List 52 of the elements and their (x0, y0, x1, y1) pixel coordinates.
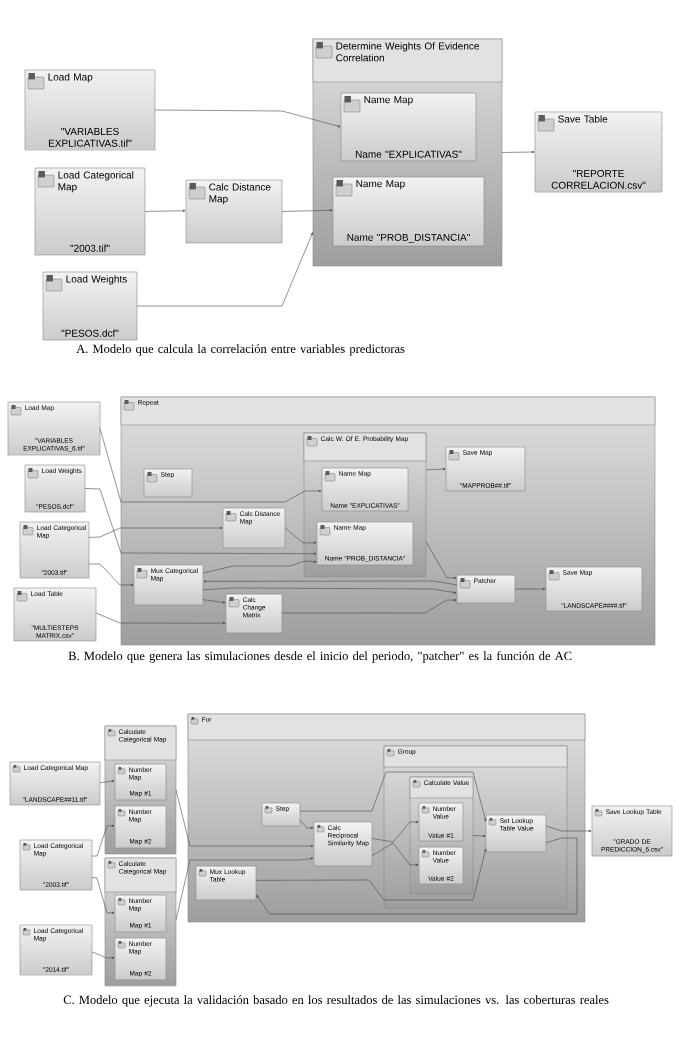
node-label: Load Categorical Map (58, 171, 134, 193)
arrow (425, 468, 446, 471)
arrow (545, 825, 592, 833)
function-box: Load Categorical Map "2003.tif" (34, 167, 146, 256)
node-label: "2003.tif" (70, 244, 110, 252)
arrow (425, 541, 457, 580)
arrow (202, 599, 226, 604)
caption: A. Modelo que calcula la correlación entre variables predictoras (76, 344, 405, 356)
node-label: Name Map (356, 180, 405, 190)
function-box: Load Map "VARIABLES EXPLICATIVAS.tif" (24, 69, 156, 151)
arrow (91, 824, 115, 857)
arrow (95, 612, 226, 625)
arrow (144, 209, 186, 212)
node-label: Name Map (364, 96, 413, 106)
arrow (284, 527, 317, 544)
arrow (299, 819, 314, 830)
node-label: "PESOS.dcf" (61, 329, 119, 337)
function-box: Name Map Name "EXPLICATIVAS" (340, 92, 477, 162)
arrow (371, 842, 419, 866)
node-label: Load Map (48, 73, 93, 83)
arrow (91, 877, 115, 914)
arrow (136, 232, 313, 307)
node-label: Save Table (558, 115, 608, 123)
arrow (99, 428, 322, 503)
caption: B. Modelo que genera las simulaciones desde el inicio del periodo, "patcher" es la función de AC (68, 651, 572, 663)
arrow (299, 771, 487, 822)
arrow (99, 779, 115, 783)
arrow (281, 209, 333, 212)
arrow (472, 834, 486, 838)
node-label: "VARIABLES EXPLICATIVAS.tif" (48, 127, 132, 147)
node-label: Name "PROB_DISTANCIA" (347, 233, 470, 243)
function-box: Load Weights "PESOS.dcf" (42, 271, 138, 341)
node-label: Load Weights (66, 275, 127, 285)
arrow (203, 580, 458, 586)
caption: C. Modelo que ejecuta la validación basado en los resultados de las simulaciones vs. las coberturas reales (63, 995, 609, 1007)
arrow (154, 109, 341, 128)
node-label: Name "EXPLICATIVAS" (355, 150, 462, 158)
node-label: "REPORTE CORRELACION.csv" (551, 169, 646, 189)
arrow (202, 560, 317, 574)
arrow (88, 563, 134, 587)
arrow (281, 598, 457, 614)
arrow (84, 488, 317, 555)
arrow (202, 587, 457, 594)
arrow (371, 820, 419, 843)
arrow (256, 837, 578, 915)
function-box: Calc Distance Map (185, 179, 283, 244)
arrow (501, 150, 535, 154)
function-box: Name Map Name "PROB_DISTANCIA" (332, 176, 485, 247)
function-box: Save Table "REPORTE CORRELACION.csv" (534, 111, 663, 193)
arrow (88, 526, 223, 538)
arrow (91, 951, 115, 959)
arrow (255, 848, 487, 901)
